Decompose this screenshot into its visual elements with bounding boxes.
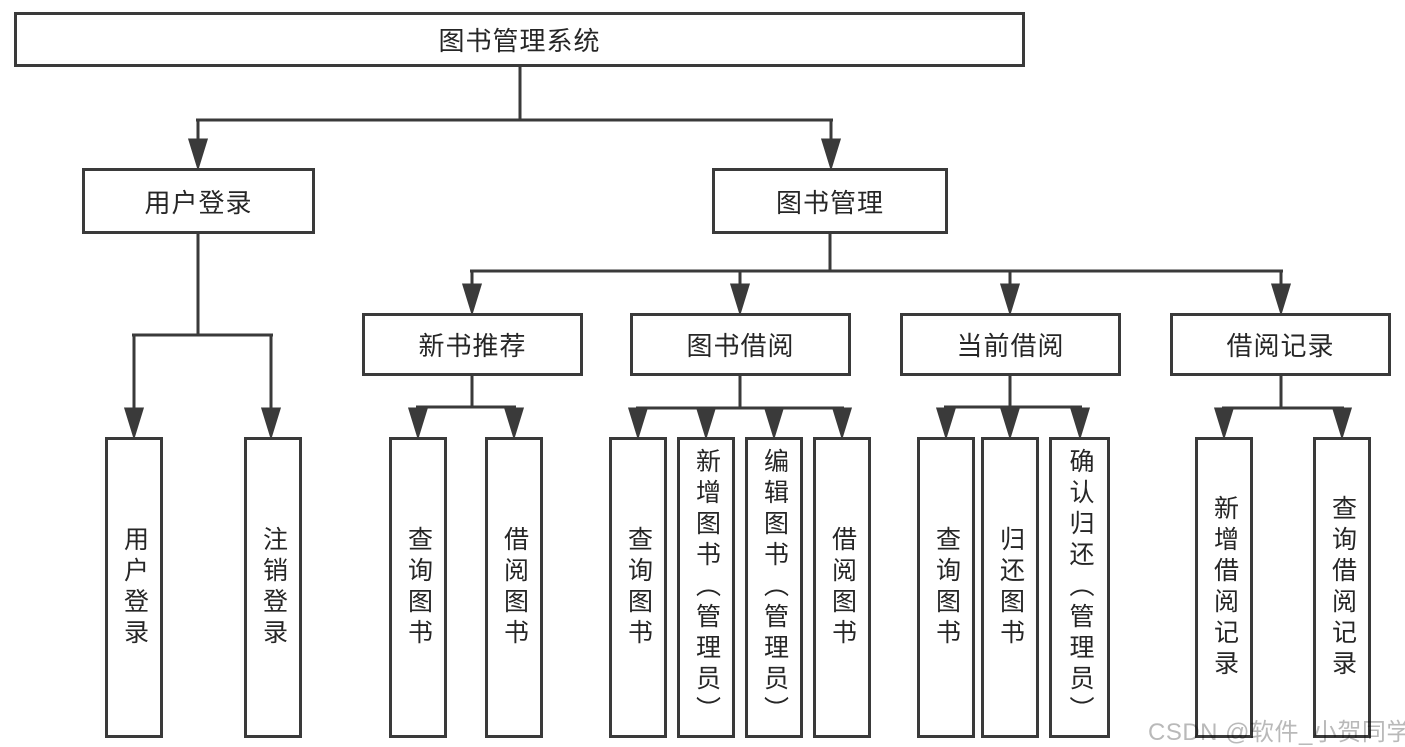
- node-user-login-label: 用户登录: [144, 187, 253, 218]
- leaf-user-login-label: 用户登录: [120, 525, 149, 650]
- leaf-query-books-1-label: 查询图书: [404, 525, 433, 650]
- node-book-mgmt: 图书管理: [712, 168, 948, 234]
- leaf-add-borrow-record-label: 新增借阅记录: [1210, 494, 1239, 681]
- leaf-logout: 注销登录: [244, 437, 302, 738]
- node-new-book-rec-label: 新书推荐: [418, 331, 527, 361]
- leaf-return-book: 归还图书: [981, 437, 1039, 738]
- leaf-user-login: 用户登录: [105, 437, 163, 738]
- node-new-book-rec: 新书推荐: [362, 313, 583, 376]
- node-borrow-records: 借阅记录: [1170, 313, 1391, 376]
- leaf-add-borrow-record: 新增借阅记录: [1195, 437, 1253, 738]
- node-book-borrow: 图书借阅: [630, 313, 851, 376]
- node-root-label: 图书管理系统: [438, 26, 601, 56]
- node-borrow-records-label: 借阅记录: [1226, 331, 1335, 361]
- leaf-borrow-books-2-label: 借阅图书: [828, 525, 857, 650]
- connector-new-book-rec-branch: [407, 376, 525, 441]
- leaf-query-books-2-label: 查询图书: [624, 525, 653, 650]
- node-book-mgmt-label: 图书管理: [775, 187, 884, 218]
- leaf-query-borrow-record-label: 查询借阅记录: [1328, 494, 1357, 681]
- leaf-borrow-books-1-label: 借阅图书: [500, 525, 529, 650]
- connector-book-mgmt-branch: [461, 234, 1292, 317]
- leaf-add-book-admin-label: 新增图书（管理员）: [692, 448, 721, 727]
- connector-current-borrow-branch: [935, 376, 1091, 441]
- connector-borrow-records-branch: [1213, 376, 1353, 441]
- leaf-return-book-label: 归还图书: [996, 525, 1025, 650]
- node-book-borrow-label: 图书借阅: [686, 331, 795, 361]
- node-user-login: 用户登录: [82, 168, 315, 234]
- leaf-edit-book-admin-label: 编辑图书（管理员）: [760, 448, 789, 727]
- node-root: 图书管理系统: [14, 12, 1025, 67]
- leaf-query-books-2: 查询图书: [609, 437, 667, 738]
- leaf-logout-label: 注销登录: [259, 525, 288, 650]
- csdn-watermark: CSDN @软件_小贺同学: [1148, 719, 1405, 746]
- node-current-borrow: 当前借阅: [900, 313, 1121, 376]
- leaf-confirm-return-admin: 确认归还（管理员）: [1049, 437, 1110, 738]
- leaf-borrow-books-2: 借阅图书: [813, 437, 871, 738]
- leaf-edit-book-admin: 编辑图书（管理员）: [745, 437, 803, 738]
- connector-user-login-branch: [123, 234, 282, 441]
- leaf-add-book-admin: 新增图书（管理员）: [677, 437, 735, 738]
- connector-book-borrow-branch: [627, 376, 853, 441]
- leaf-borrow-books-1: 借阅图书: [485, 437, 543, 738]
- node-current-borrow-label: 当前借阅: [956, 331, 1065, 361]
- connector-root-to-level2: [187, 67, 842, 172]
- leaf-query-books-3: 查询图书: [917, 437, 975, 738]
- leaf-query-books-1: 查询图书: [389, 437, 447, 738]
- leaf-query-books-3-label: 查询图书: [932, 525, 961, 650]
- leaf-query-borrow-record: 查询借阅记录: [1313, 437, 1371, 738]
- leaf-confirm-return-admin-label: 确认归还（管理员）: [1066, 448, 1094, 727]
